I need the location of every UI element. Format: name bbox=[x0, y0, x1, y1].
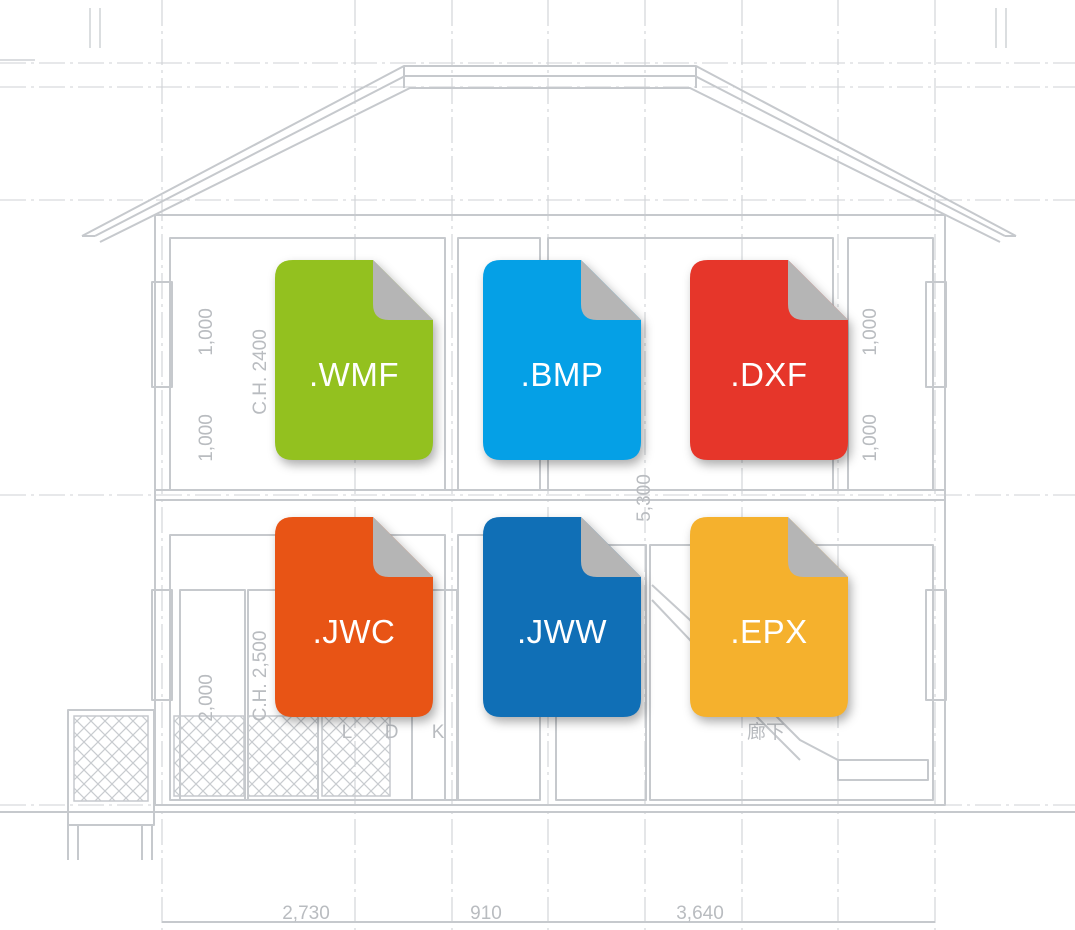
room-label-hallway: 廊下 bbox=[747, 721, 785, 743]
vertical-dimension-labels: 1,000 1,000 1,000 1,000 2,000 5,300 C.H.… bbox=[196, 308, 881, 722]
dimension-label: 1,000 bbox=[196, 414, 217, 462]
jww-file-icon[interactable]: .JWW bbox=[483, 517, 641, 717]
dxf-file-icon[interactable]: .DXF bbox=[690, 260, 848, 460]
corner-fold bbox=[581, 260, 641, 320]
epx-file-icon[interactable]: .EPX bbox=[690, 517, 848, 717]
lattice-panels bbox=[73, 715, 391, 802]
dimension-label: 5,300 bbox=[634, 474, 655, 522]
dimension-label-bottom: 2,730 bbox=[282, 903, 330, 924]
corner-fold bbox=[581, 517, 641, 577]
dimension-label-bottom: 910 bbox=[470, 903, 502, 924]
corner-fold bbox=[788, 260, 848, 320]
file-format-label: .WMF bbox=[309, 356, 399, 393]
room-label-ldk: L D K bbox=[342, 722, 459, 743]
dimension-label: 1,000 bbox=[196, 308, 217, 356]
file-format-label: .BMP bbox=[520, 356, 604, 393]
ceiling-height-label: C.H. 2400 bbox=[250, 329, 271, 415]
bmp-file-icon[interactable]: .BMP bbox=[483, 260, 641, 460]
top-ticks bbox=[0, 8, 1007, 61]
dimension-label-bottom: 3,640 bbox=[676, 903, 724, 924]
dimension-label: 1,000 bbox=[860, 414, 881, 462]
dimension-label: 1,000 bbox=[860, 308, 881, 356]
jwc-file-icon[interactable]: .JWC bbox=[275, 517, 433, 717]
house-outline bbox=[0, 65, 1075, 923]
wmf-file-icon[interactable]: .WMF bbox=[275, 260, 433, 460]
corner-fold bbox=[373, 260, 433, 320]
ceiling-height-label: C.H. 2,500 bbox=[250, 631, 271, 722]
file-format-label: .DXF bbox=[730, 356, 808, 393]
corner-fold bbox=[373, 517, 433, 577]
corner-fold bbox=[788, 517, 848, 577]
file-format-label: .JWC bbox=[312, 613, 396, 650]
file-format-label: .JWW bbox=[517, 613, 607, 650]
file-format-label: .EPX bbox=[730, 613, 808, 650]
dimension-label: 2,000 bbox=[196, 674, 217, 722]
